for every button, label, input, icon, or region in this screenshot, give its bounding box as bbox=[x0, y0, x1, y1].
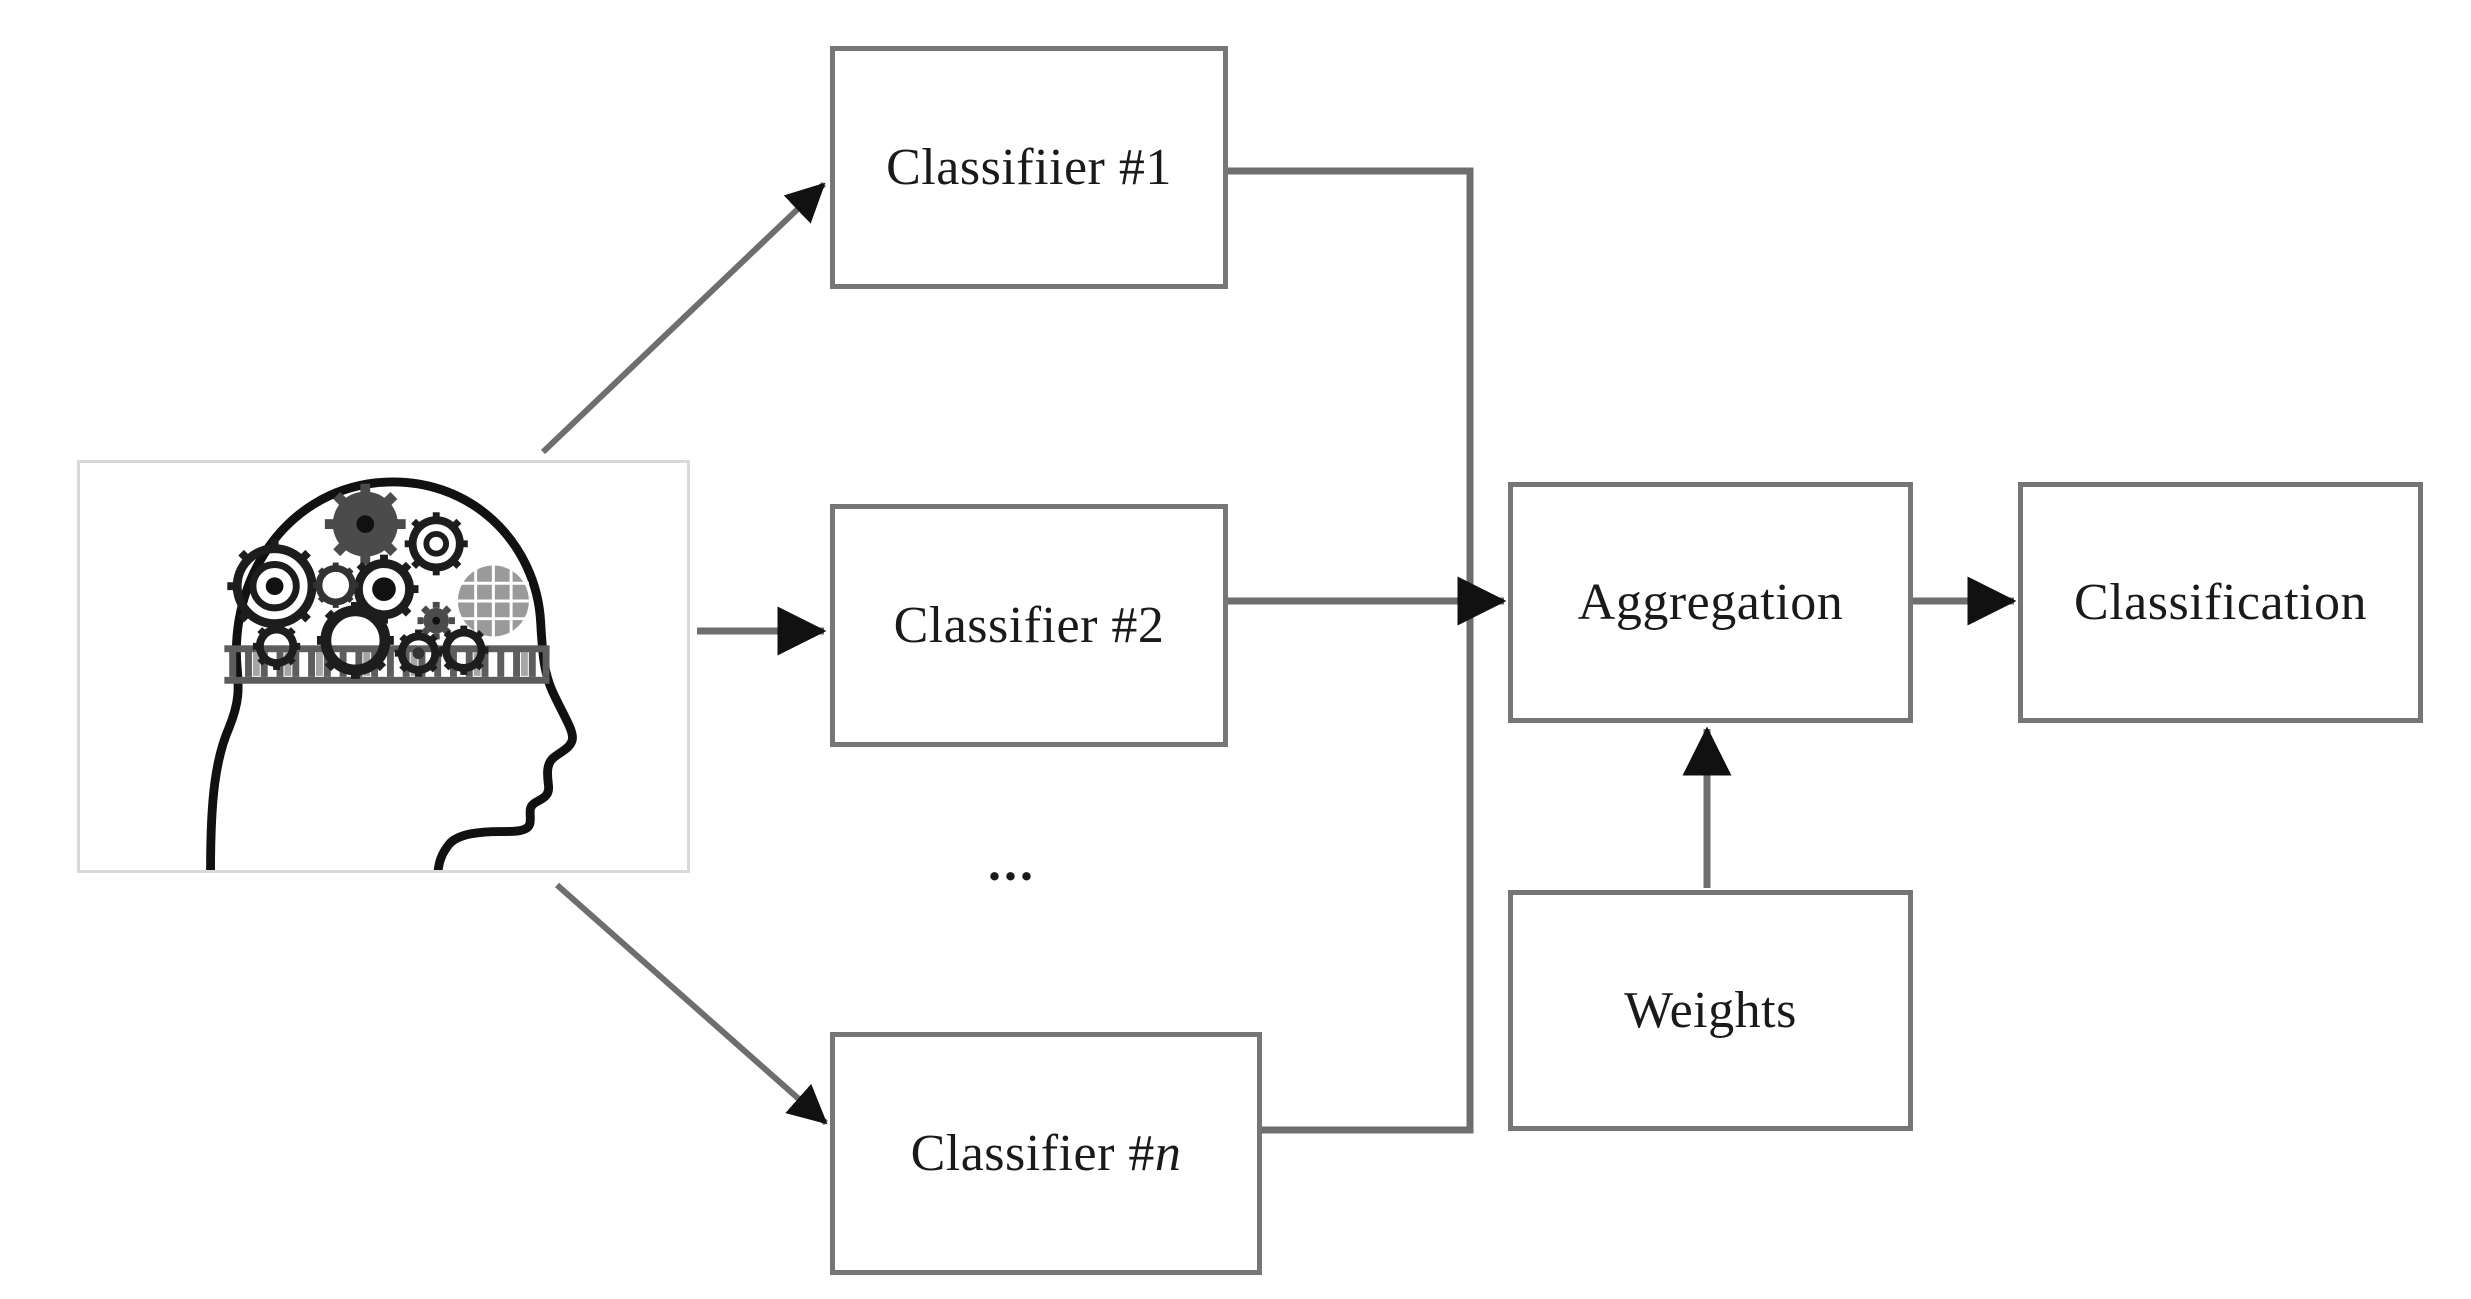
node-classifier-n-label: Classifier #n bbox=[910, 1124, 1182, 1182]
node-classification[interactable]: Classification bbox=[2018, 482, 2423, 723]
edge-classifier-n-to-aggregation bbox=[1262, 601, 1474, 1134]
gear-icons bbox=[227, 483, 529, 679]
node-classifier-n-label-index: n bbox=[1154, 1124, 1182, 1182]
edge-image-to-classifier-1 bbox=[540, 181, 827, 455]
node-classification-label: Classification bbox=[2074, 573, 2367, 631]
head-gears-illustration bbox=[206, 477, 577, 870]
edge-classifier-1-to-aggregation bbox=[1228, 167, 1474, 601]
node-classifier-n[interactable]: Classifier #n bbox=[830, 1032, 1262, 1275]
node-weights-label: Weights bbox=[1624, 981, 1797, 1039]
edge-image-to-classifier-n bbox=[555, 882, 828, 1126]
node-aggregation-label: Aggregation bbox=[1577, 573, 1844, 631]
node-classifier-1[interactable]: Classifiier #1 bbox=[830, 46, 1228, 289]
node-classifier-1-label: Classifiier #1 bbox=[886, 138, 1172, 196]
head-gears-image bbox=[77, 460, 690, 873]
node-classifier-2-label: Classifier #2 bbox=[893, 596, 1165, 654]
node-classifier-2[interactable]: Classifier #2 bbox=[830, 504, 1228, 747]
node-weights[interactable]: Weights bbox=[1508, 890, 1913, 1131]
node-classifier-n-label-prefix: Classifier # bbox=[910, 1124, 1155, 1182]
classifier-list-ellipsis: ... bbox=[988, 835, 1036, 892]
node-aggregation[interactable]: Aggregation bbox=[1508, 482, 1913, 723]
